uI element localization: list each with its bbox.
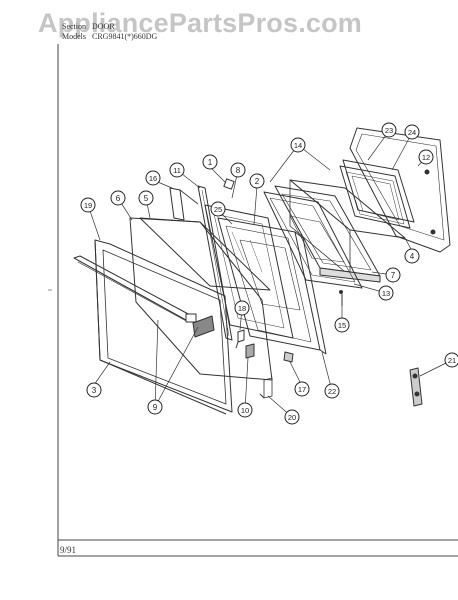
- callout-2: 2: [249, 173, 265, 189]
- side-channel: [197, 185, 233, 341]
- callout-9: 9: [147, 399, 163, 415]
- callout-22: 22: [324, 383, 340, 399]
- callout-15: 15: [334, 317, 350, 333]
- rear-panel: [349, 127, 451, 253]
- models-value: CRG9841(*)660DG: [92, 32, 158, 41]
- callout-17-label: 17: [298, 385, 306, 394]
- callout-1-label: 1: [208, 158, 213, 167]
- callout-7: 7: [385, 267, 401, 283]
- callout-6-label: 6: [116, 194, 121, 203]
- callout-2-label: 2: [255, 177, 260, 186]
- callout-25-label: 25: [214, 205, 222, 214]
- callout-13: 13: [378, 285, 394, 301]
- callout-14: 14: [290, 137, 306, 153]
- section-label: Section: [62, 22, 86, 31]
- hardware-parts: [223, 178, 423, 407]
- callout-24: 24: [404, 124, 420, 140]
- callout-15-label: 15: [338, 321, 346, 330]
- callout-23-label: 23: [385, 126, 393, 135]
- callout-21-label: 21: [448, 356, 456, 365]
- callout-8-label: 8: [236, 166, 241, 175]
- callout-18: 18: [234, 300, 250, 316]
- callout-19-label: 19: [84, 201, 92, 210]
- callout-13-label: 13: [382, 289, 390, 298]
- callout-20: 20: [284, 409, 300, 425]
- door-frame: [217, 217, 327, 355]
- callout-6: 6: [110, 190, 126, 206]
- callout-12: 12: [418, 149, 434, 165]
- callout-3-label: 3: [92, 386, 97, 395]
- callout-18-label: 18: [238, 304, 246, 313]
- callout-4-label: 4: [410, 252, 415, 261]
- door-glass: [204, 204, 294, 339]
- callout-11-label: 11: [173, 166, 181, 175]
- callout-25: 25: [210, 201, 226, 217]
- callout-5-label: 5: [144, 194, 149, 203]
- callout-1: 1: [202, 154, 218, 170]
- callout-8: 8: [230, 162, 246, 178]
- callout-14-label: 14: [294, 141, 302, 150]
- callout-10: 10: [237, 402, 253, 418]
- callout-21: 21: [444, 352, 458, 368]
- callouts: 1 2 3 4 5 6 7 8 9 10 11 12 13 14 15 16 1…: [80, 122, 458, 425]
- inner-glass-stack: [339, 159, 415, 229]
- door-handle: [73, 255, 197, 323]
- callout-3: 3: [86, 382, 102, 398]
- callout-17: 17: [294, 381, 310, 397]
- page-frame: [48, 44, 458, 557]
- outer-door-panel: [94, 239, 233, 415]
- callout-4: 4: [404, 248, 420, 264]
- callout-20-label: 20: [288, 413, 296, 422]
- callout-7-label: 7: [391, 271, 396, 280]
- models-line: Models CRG9841(*)660DG: [62, 32, 157, 41]
- glass-frame: [274, 185, 381, 283]
- callout-11: 11: [169, 162, 185, 178]
- section-line: Section DOOR: [62, 22, 115, 31]
- callout-16: 16: [145, 170, 161, 186]
- callout-16-label: 16: [149, 174, 157, 183]
- callout-10-label: 10: [241, 406, 249, 415]
- callout-24-label: 24: [408, 128, 416, 137]
- callout-23: 23: [381, 122, 397, 138]
- models-label: Models: [62, 32, 86, 41]
- callout-5: 5: [138, 190, 154, 206]
- section-value: DOOR: [92, 22, 115, 31]
- callout-19: 19: [80, 197, 96, 213]
- callout-22-label: 22: [328, 387, 336, 396]
- callout-12-label: 12: [422, 153, 430, 162]
- trim-strip: [169, 187, 199, 221]
- watermark: AppliancePartsPros.com: [38, 8, 363, 38]
- nameplate: [192, 315, 215, 338]
- revision-date: 9/91: [60, 545, 77, 555]
- callout-9-label: 9: [153, 403, 158, 412]
